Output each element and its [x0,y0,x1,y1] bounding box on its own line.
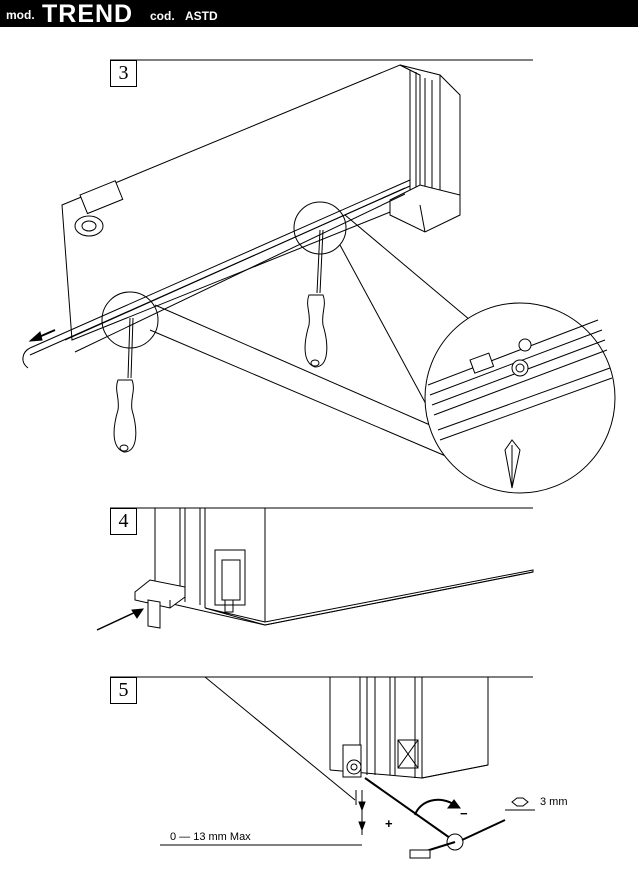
step5-illustration [110,676,535,859]
minus-sign: − [460,806,468,821]
step3-illustration [22,59,616,494]
model-name: TREND [42,0,134,28]
plus-sign: + [385,816,393,831]
zoom-detail [427,319,613,489]
step-4-number: 4 [110,508,137,535]
step-5-number: 5 [110,677,137,704]
code-prefix: cod. [150,9,175,23]
model-prefix: mod. [6,8,35,22]
step-3-number: 3 [110,60,137,87]
hex-size-label: 3 mm [540,796,568,808]
gap-dimension-label: 0 — 13 mm Max [170,831,251,843]
step4-illustration [96,507,534,631]
header-bar: mod. TREND cod. ASTD [0,0,638,28]
product-code: ASTD [185,9,218,23]
